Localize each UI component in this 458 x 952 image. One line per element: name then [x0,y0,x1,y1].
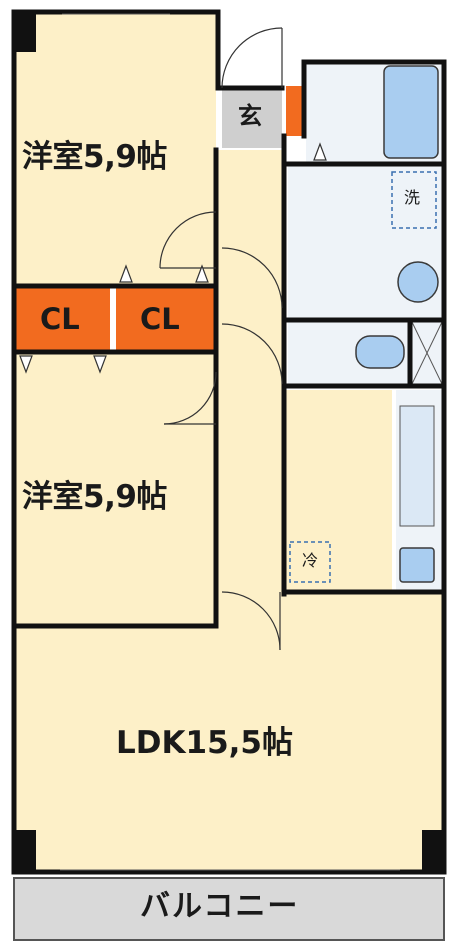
entrance-floor [222,88,282,148]
toilet-bowl [355,335,405,369]
ldk-label: LDK15,5帖 [116,725,293,761]
hallway-floor [218,150,282,600]
storage-shelf-cross [411,321,443,385]
closet-door-marks [19,142,327,374]
sink [399,547,435,583]
western-room-1-floor [16,14,216,284]
pillar [14,830,36,872]
entrance-step [286,86,304,136]
pillar [14,12,36,52]
walls [11,9,447,875]
fridge-label: 冷 [302,551,319,570]
washer-label: 洗 [404,188,421,207]
closet-2-label: CL [140,302,180,336]
wash-basin [397,261,439,303]
kitchen-stove [399,405,435,527]
balcony-floor [13,877,445,941]
pillar [422,830,444,872]
entrance-label: 玄 [238,102,262,130]
fridge-space [289,541,331,583]
door-swings [159,27,283,651]
closet-1-label: CL [40,302,80,336]
windows [60,13,400,871]
balcony-label: バルコニー [140,889,300,924]
kitchen-floor [286,390,392,590]
closet-1-floor [16,288,110,350]
bathtub [383,65,439,159]
western-room-2-label: 洋室5,9帖 [22,479,167,515]
western-room-2-floor [16,354,216,624]
closet-2-floor [116,288,216,350]
western-room-1-label: 洋室5,9帖 [22,139,167,175]
washer-space [391,171,437,229]
ldk-floor [16,592,442,870]
